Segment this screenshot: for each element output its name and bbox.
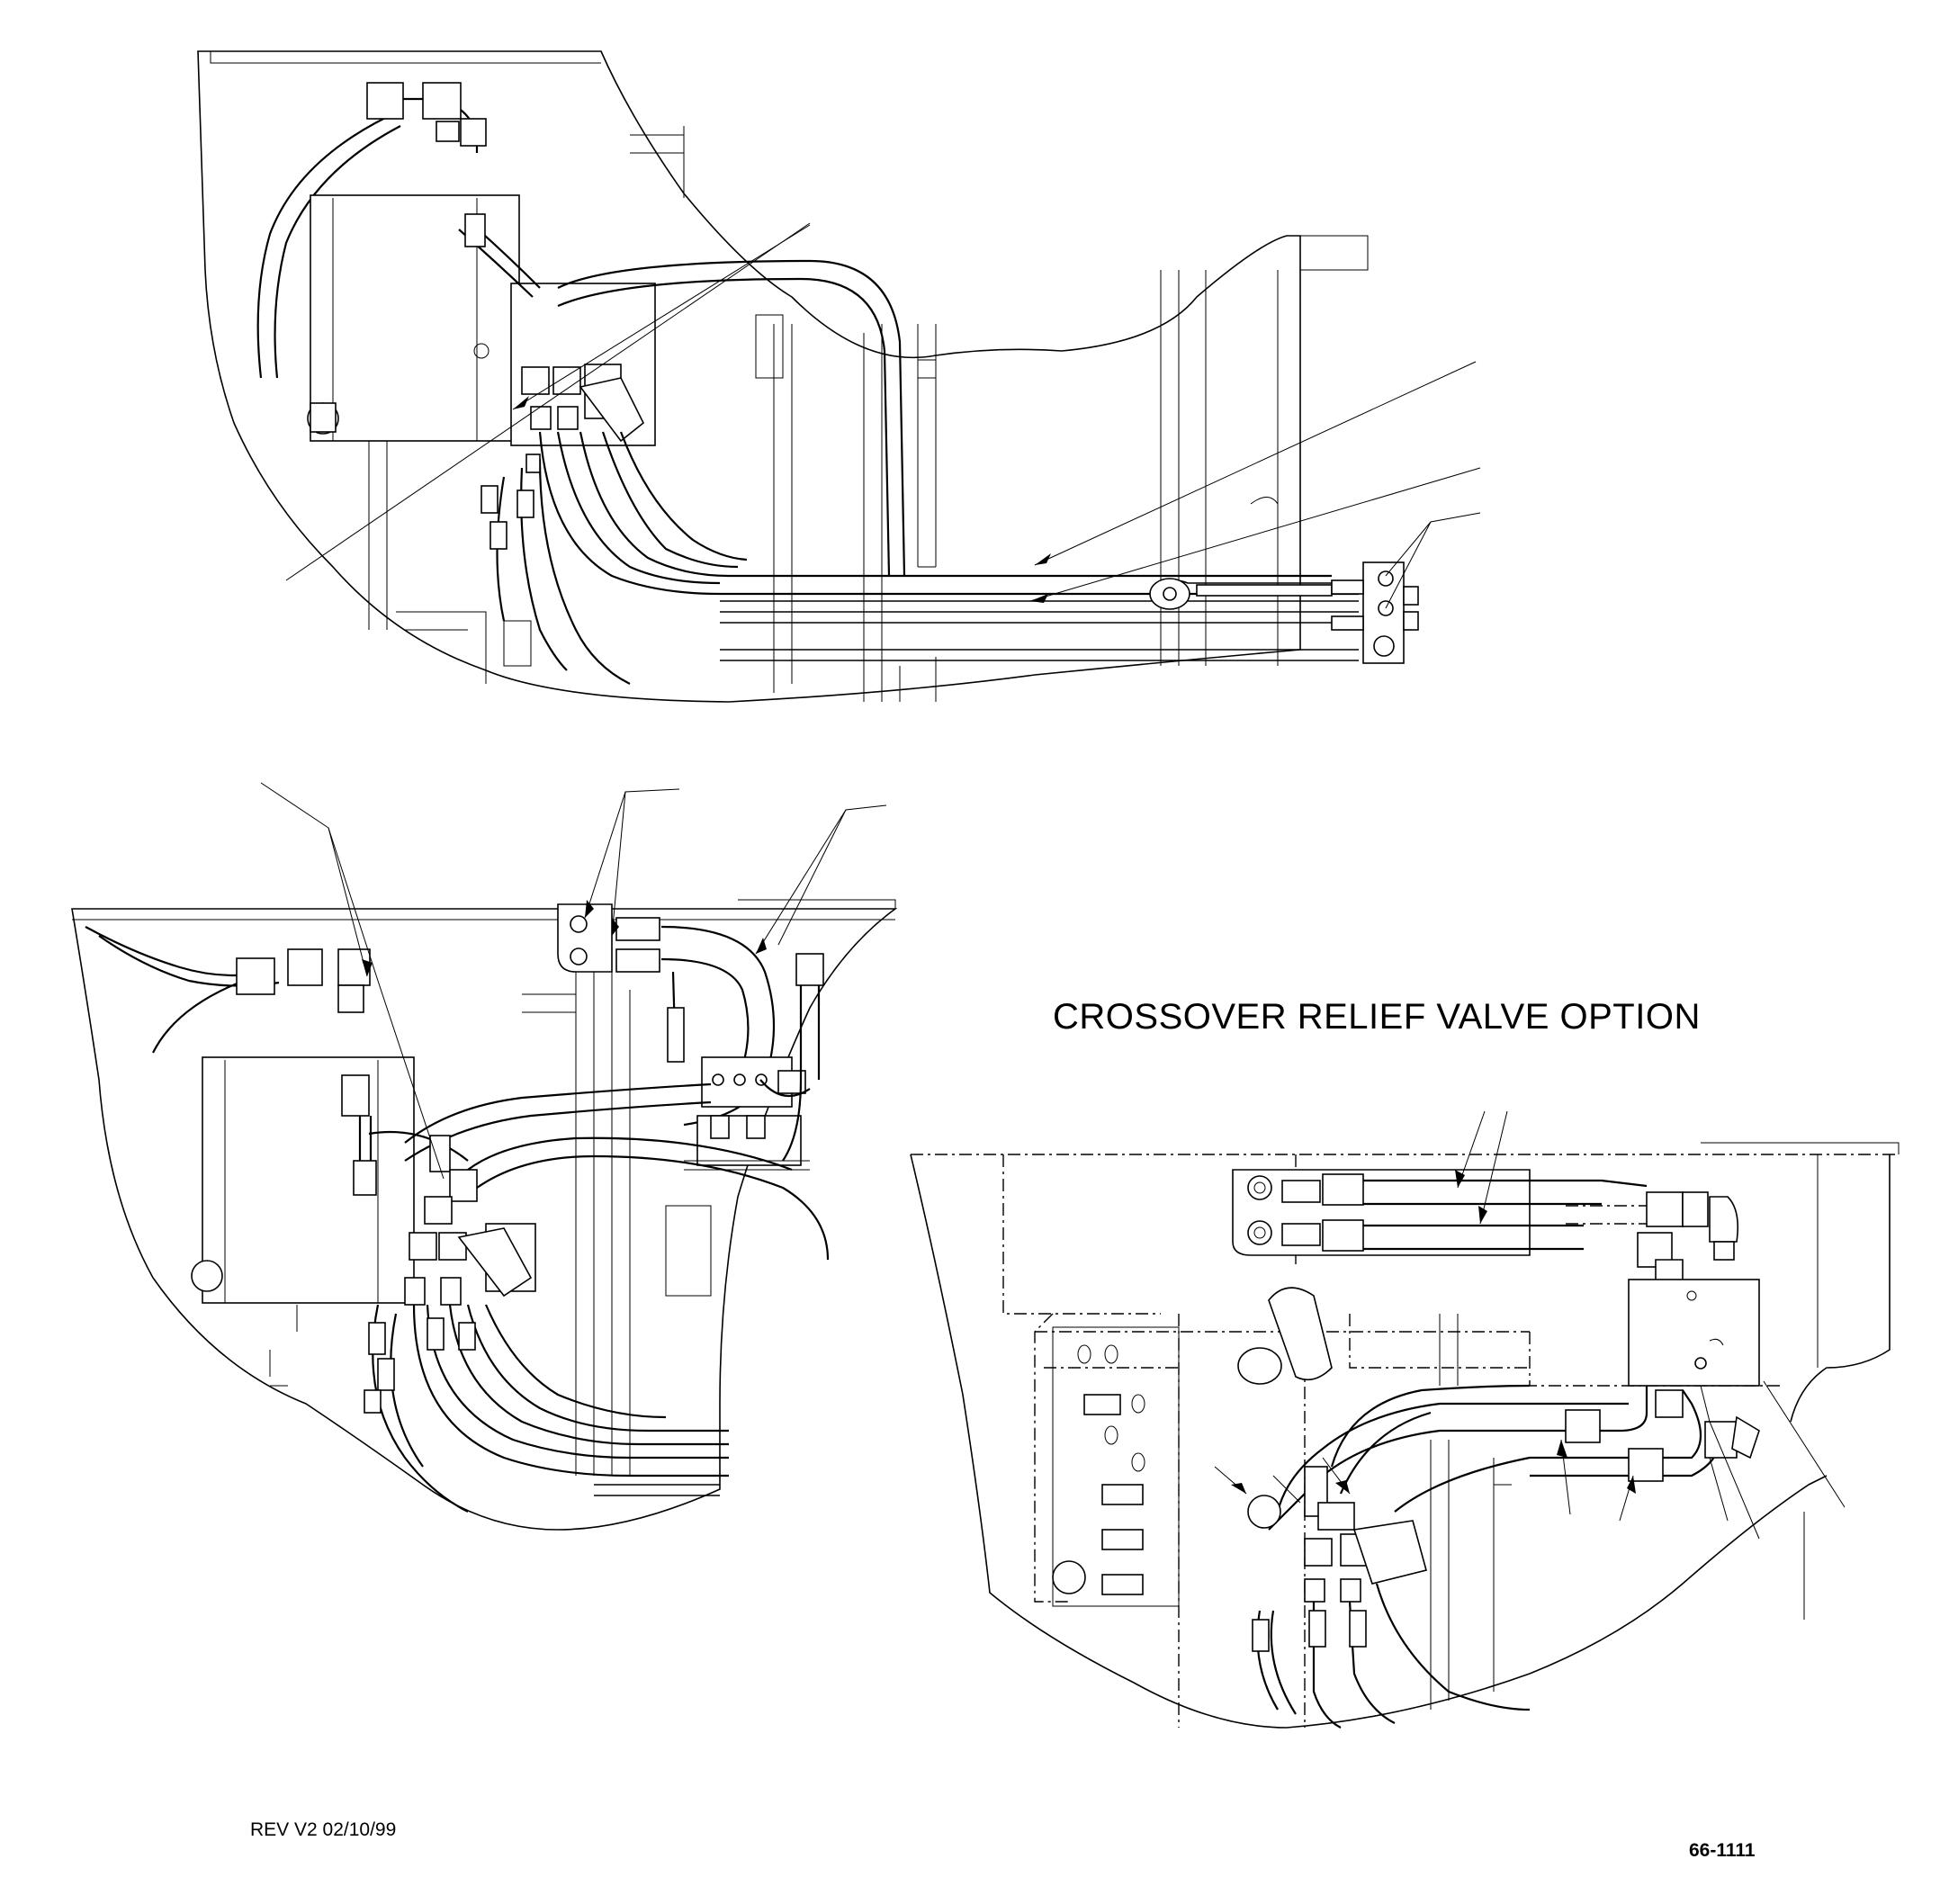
crossover-relief-valve — [701, 1056, 793, 1108]
bottom-right-relief-valve — [1628, 1279, 1760, 1387]
top-view — [197, 50, 1481, 703]
bottom-left-view — [71, 782, 898, 1531]
pump-block — [310, 194, 520, 442]
top-view-body-outline — [197, 50, 1301, 703]
bottom-right-leaders — [1214, 1110, 1846, 1620]
bottom-right-view — [910, 1110, 1900, 1729]
option-title: CROSSOVER RELIEF VALVE OPTION — [1053, 997, 1701, 1037]
bottom-left-leaders — [260, 782, 887, 1180]
bottom-left-pump-block — [202, 1056, 415, 1304]
drawing-number: 66-1111 — [1689, 1840, 1756, 1861]
top-view-leaders — [285, 222, 1481, 609]
revision-note: REV V2 02/10/99 — [250, 1819, 397, 1840]
